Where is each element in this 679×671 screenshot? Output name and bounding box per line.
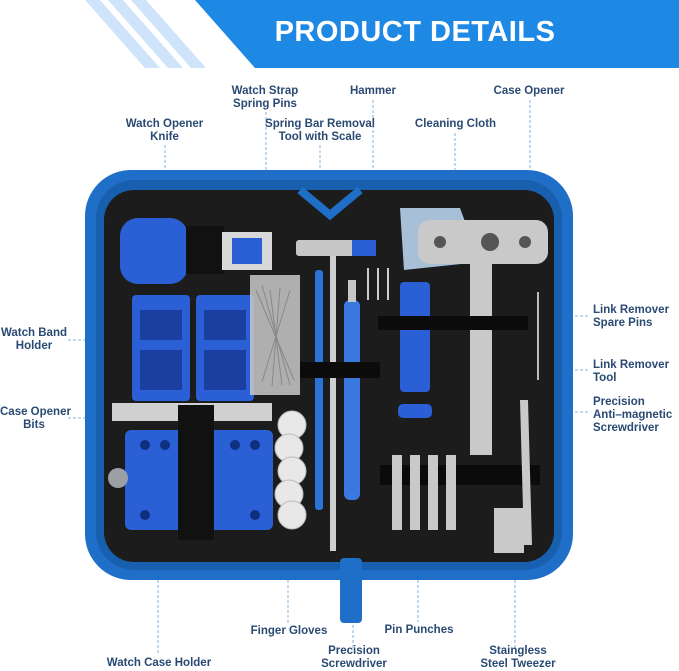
link-remover-tool <box>400 282 430 392</box>
header-stripes <box>85 0 679 68</box>
label-precision-antimagnetic-screwdriver: Precision Anti–magnetic Screwdriver <box>593 396 673 434</box>
header-banner: PRODUCT DETAILS <box>0 0 679 68</box>
label-precision-screwdriver: Precision Screwdriver <box>321 645 387 670</box>
label-stainless-steel-tweezer: Staingless Steel Tweezer <box>480 645 556 670</box>
label-hammer: Hammer <box>349 85 397 97</box>
tweezer <box>494 508 524 553</box>
label-watch-band-holder: Watch Band Holder <box>0 327 68 352</box>
header-title-panel <box>195 0 679 68</box>
precision-screwdriver <box>344 300 360 500</box>
label-link-remover-spare-pins: Link Remover Spare Pins <box>593 304 670 329</box>
label-finger-gloves: Finger Gloves <box>250 625 328 637</box>
zipper-pull <box>340 558 362 623</box>
label-link-remover-tool: Link Remover Tool <box>593 359 670 384</box>
label-spring-bar-removal-tool: Spring Bar Removal Tool with Scale <box>265 118 375 143</box>
pin-punches <box>392 455 456 530</box>
label-case-opener: Case Opener <box>493 85 565 97</box>
finger-gloves <box>274 410 307 530</box>
page-title: PRODUCT DETAILS <box>274 16 556 48</box>
spring-bar-tool <box>315 270 323 510</box>
watch-opener-knife-handle <box>120 218 188 284</box>
label-watch-strap-spring-pins: Watch Strap Spring Pins <box>231 85 299 110</box>
label-cleaning-cloth: Cleaning Cloth <box>414 118 497 130</box>
label-pin-punches: Pin Punches <box>384 624 454 636</box>
label-watch-opener-knife: Watch Opener Knife <box>125 118 204 143</box>
label-watch-case-holder: Watch Case Holder <box>106 657 212 669</box>
hammer-handle <box>330 256 336 551</box>
label-case-opener-bits: Case Opener Bits <box>0 406 71 431</box>
